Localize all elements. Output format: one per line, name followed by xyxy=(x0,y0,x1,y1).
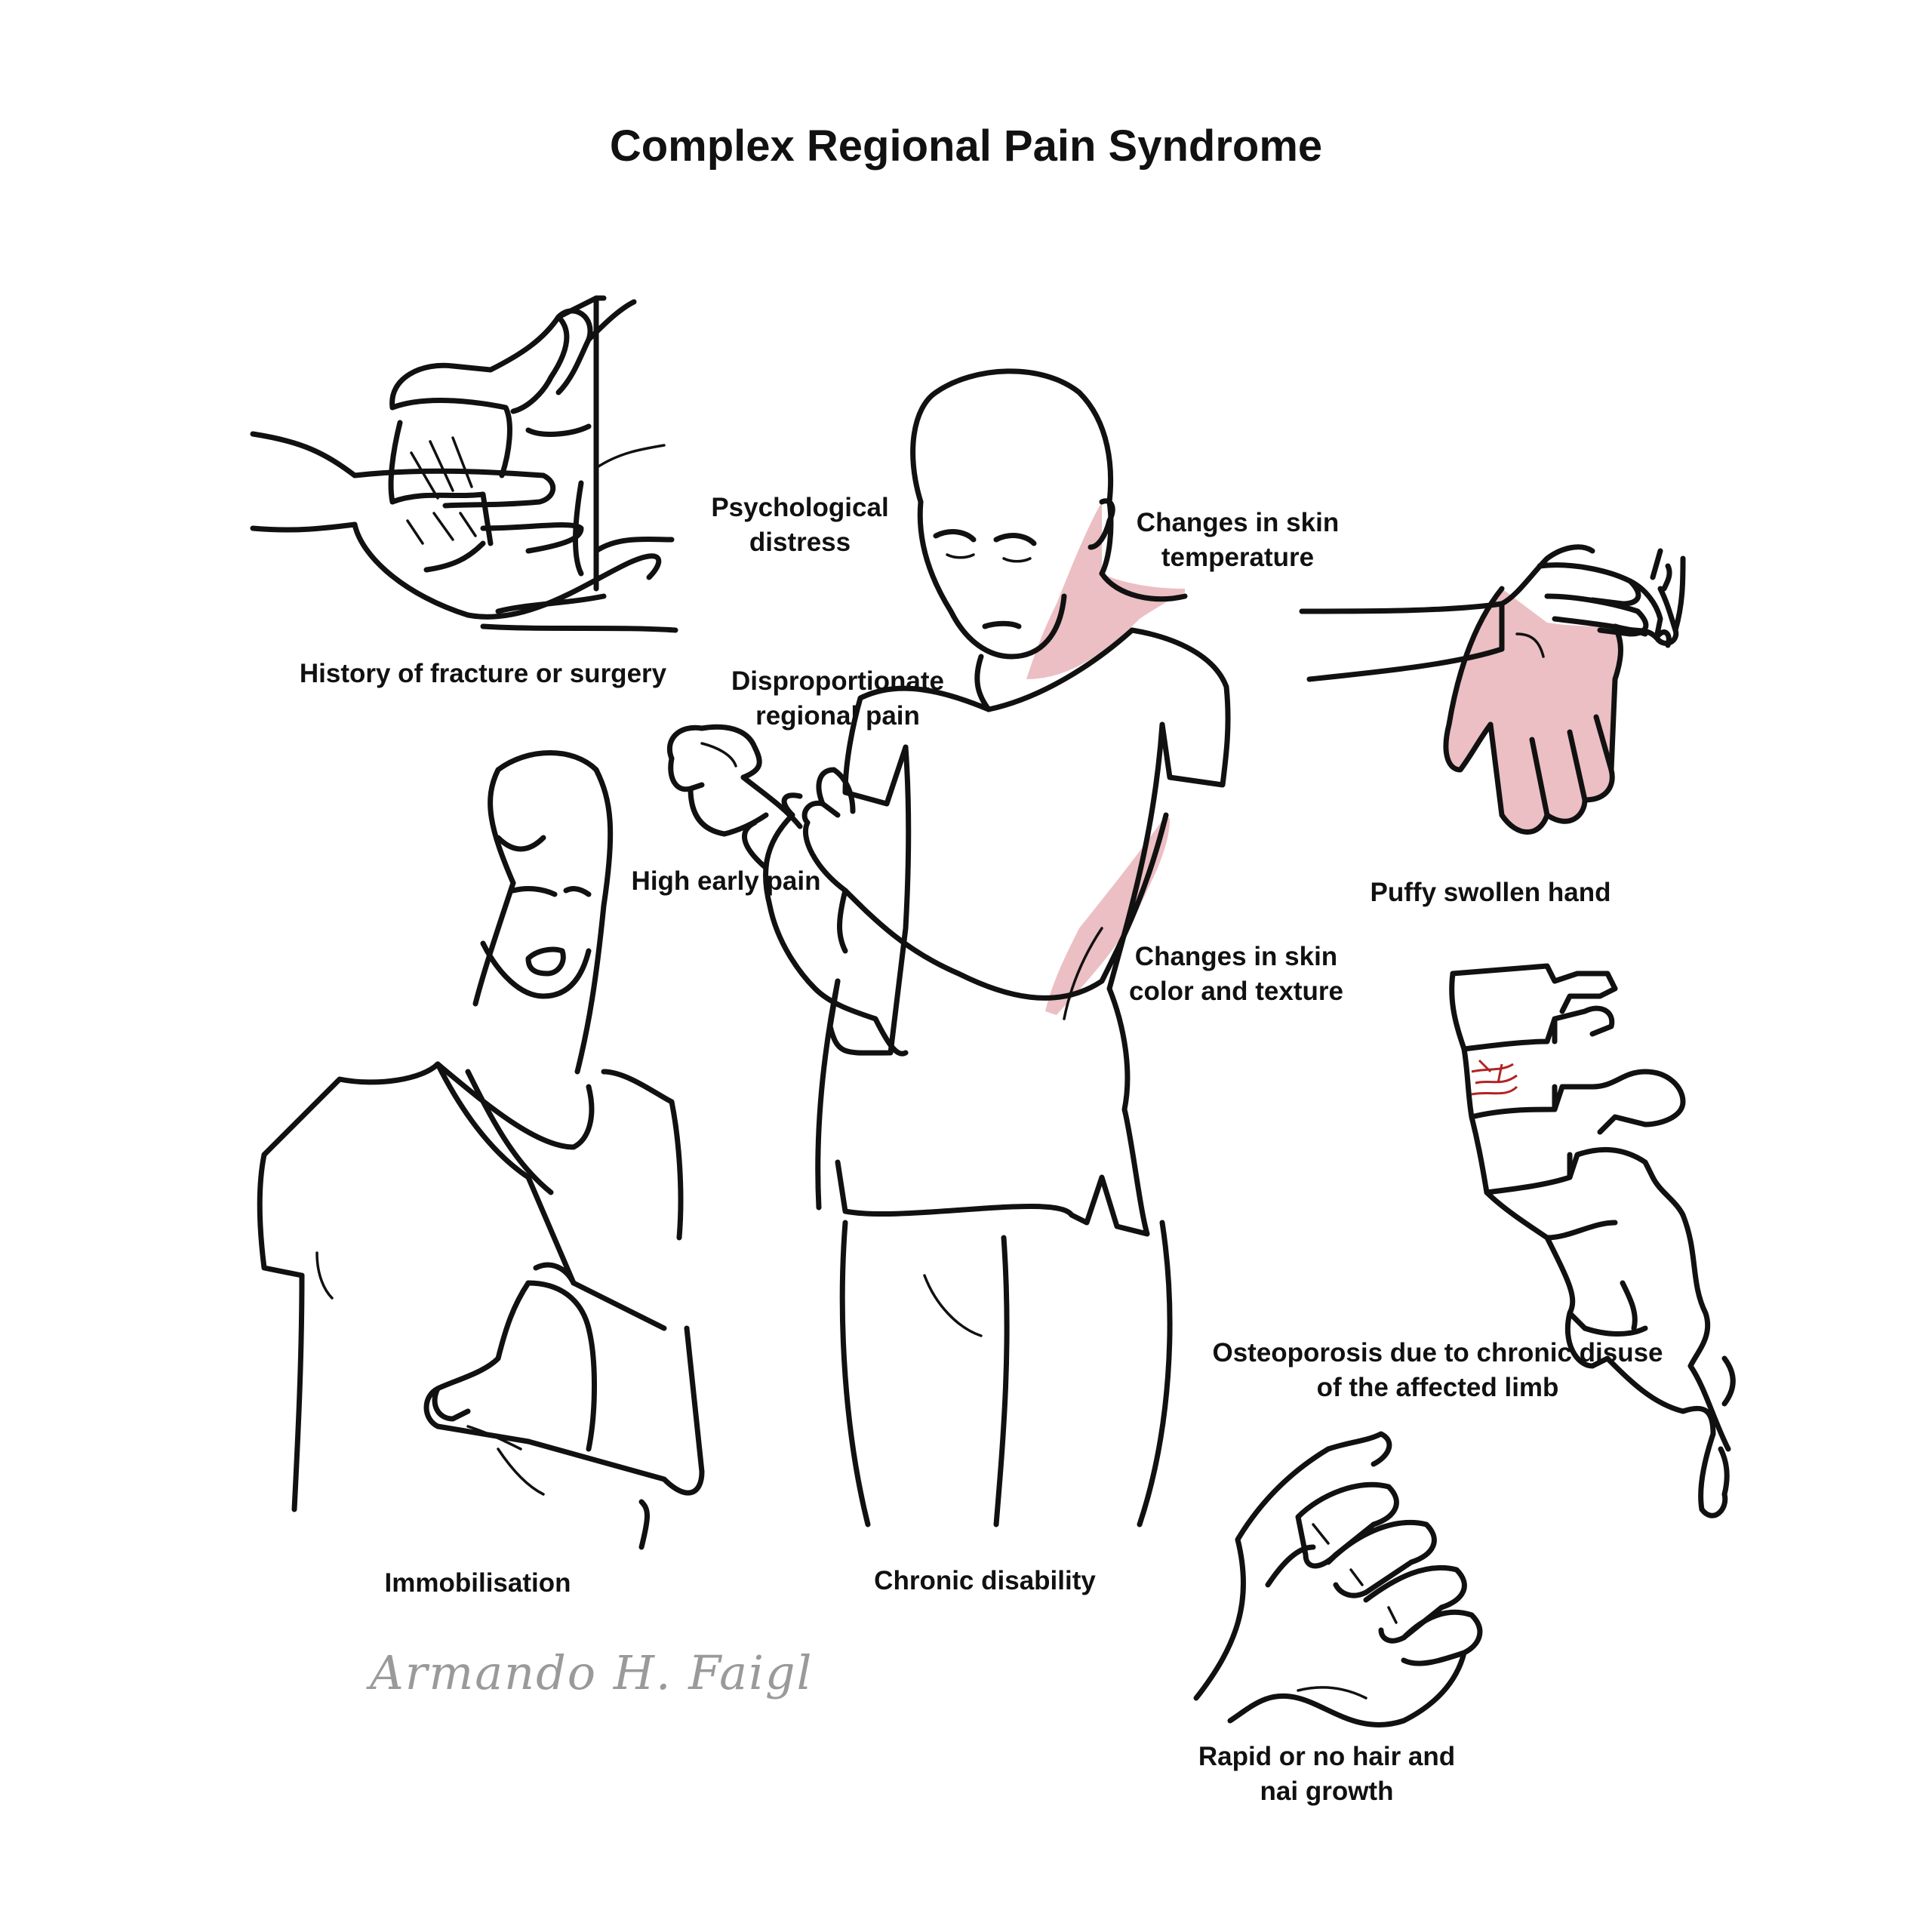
label-skin-color-texture: Changes in skin color and texture xyxy=(1129,942,1343,1006)
label-disproportionate-pain: Disproportionate regional pain xyxy=(731,666,944,731)
label-psychological-distress: Psychological distress xyxy=(711,493,889,557)
artist-signature: Armando H. Faigl xyxy=(370,1645,814,1700)
label-high-early-pain: High early pain xyxy=(631,866,821,896)
label-puffy-swollen-hand: Puffy swollen hand xyxy=(1370,878,1611,907)
sling-woman-drawing xyxy=(257,750,705,1550)
label-immobilisation: Immobilisation xyxy=(384,1568,571,1598)
nail-hand-drawing xyxy=(1193,1431,1483,1727)
label-skin-temperature: Changes in skin temperature xyxy=(1136,508,1340,572)
spine-drawing xyxy=(1449,963,1736,1518)
label-chronic-disability: Chronic disability xyxy=(874,1566,1096,1595)
label-history-of-fracture: History of fracture or surgery xyxy=(299,659,667,688)
swollen-hand-drawing xyxy=(1299,544,1686,835)
bandaging-hands-drawing xyxy=(250,295,678,633)
label-osteoporosis: Osteoporosis due to chronic disuse of th… xyxy=(1212,1338,1663,1402)
standing-woman-drawing xyxy=(666,368,1231,1527)
page-title: Complex Regional Pain Syndrome xyxy=(609,122,1323,171)
label-hair-nail-growth: Rapid or no hair and nai growth xyxy=(1198,1742,1456,1806)
